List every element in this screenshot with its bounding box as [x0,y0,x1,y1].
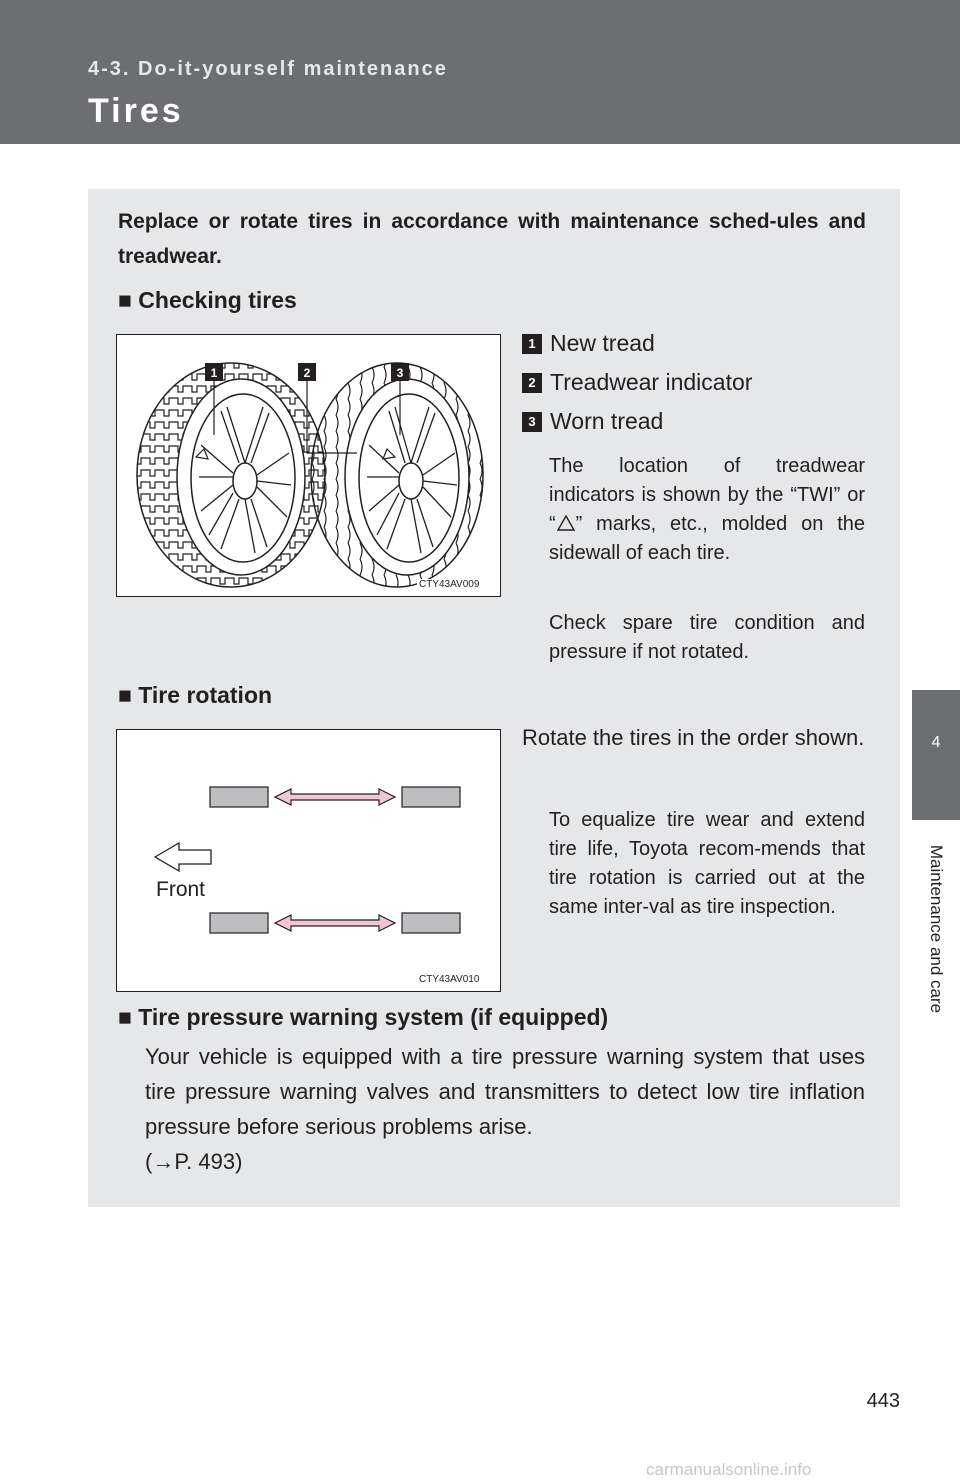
rotation-diagram: Front CTY43AV010 [116,729,501,992]
chapter-number: 4 [931,734,941,751]
svg-text:2: 2 [304,366,311,380]
callout-1: 1 New tread [522,330,655,357]
page-header: 4-3. Do-it-yourself maintenance Tires [0,0,960,144]
rotation-text: Rotate the tires in the order shown. [522,725,865,750]
figure-code: CTY43AV010 [417,974,482,985]
rotation-drawing [153,786,461,934]
treadwear-note: The location of treadwear indicators is … [549,452,865,568]
callout-number: 3 [522,411,542,432]
tpws-text: Your vehicle is equipped with a tire pre… [145,1044,865,1139]
rotation-note: To equalize tire wear and extend tire li… [549,809,865,918]
section-label: 4-3. Do-it-yourself maintenance [88,58,448,80]
callout-3: 3 Worn tread [522,408,663,435]
triangle-mark-icon [556,514,575,531]
chapter-tab: 4 [912,690,960,820]
page-number: 443 [866,1390,900,1412]
callout-number: 1 [522,333,542,354]
treadwear-note-part1: The location of treadwear indicators is … [549,455,865,535]
tire-tread-drawing: 1 2 3 [136,362,484,588]
svg-text:1: 1 [211,366,218,380]
callout-label: New tread [550,330,655,356]
chapter-label-text: Maintenance and care [927,844,946,1014]
svg-text:3: 3 [397,366,404,380]
tpws-page-ref: (→P. 493) [145,1149,243,1174]
front-label: Front [156,878,206,901]
page-title: Tires [88,92,184,130]
spare-tire-note: Check spare tire condition and pressure … [549,612,865,663]
callout-label: Worn tread [550,408,664,434]
tpws-heading: ■ Tire pressure warning system (if equip… [118,1004,609,1030]
intro-text: Replace or rotate tires in accordance wi… [118,210,866,268]
tire-rotation-heading: ■ Tire rotation [118,682,273,708]
callout-2: 2 Treadwear indicator [522,369,752,396]
tire-illustration: 1 2 3 CTY43AV009 [116,334,501,597]
checking-tires-heading: ■ Checking tires [118,287,297,313]
figure-code: CTY43AV009 [417,579,482,590]
callout-label: Treadwear indicator [550,369,753,395]
chapter-label: Maintenance and care [918,834,954,1024]
watermark: carmanualsonline.info [646,1460,812,1479]
callout-number: 2 [522,372,542,393]
treadwear-note-part2: ” marks, etc., molded on the sidewall of… [549,513,865,564]
